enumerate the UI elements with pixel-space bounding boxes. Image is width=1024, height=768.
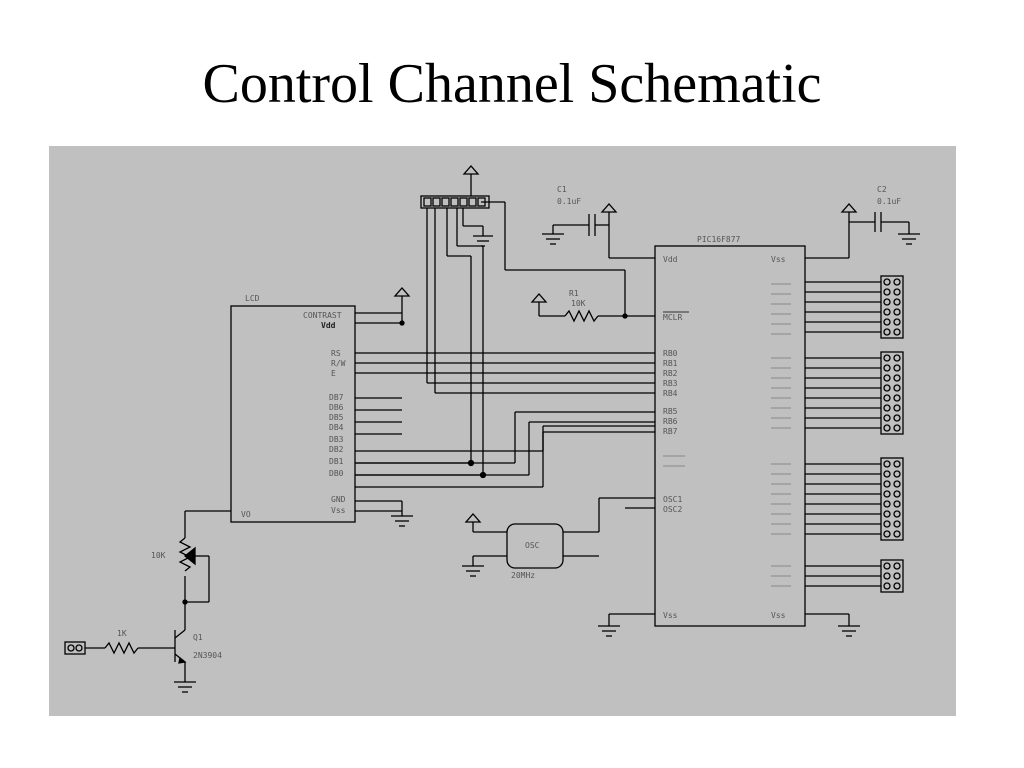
- mcu-pin-rb7: RB7: [663, 427, 678, 436]
- ground-symbol-mcu-left: [598, 625, 620, 637]
- mcu-pin-rb4: RB4: [663, 389, 678, 398]
- lcd-pin-db0: DB0: [329, 469, 344, 478]
- lcd-pin-vss: Vss: [331, 506, 346, 515]
- vcc-arrow-mclr: [530, 293, 548, 303]
- mcu-designator: PIC16F877: [697, 235, 741, 244]
- mcu-pin-rb3: RB3: [663, 379, 678, 388]
- oscillator: OSC 20MHz: [506, 523, 564, 580]
- lcd-pin-gnd: GND: [331, 495, 346, 504]
- lcd-pin-db1: DB1: [329, 457, 344, 466]
- header-port-c: [880, 351, 904, 435]
- mcu-pin-osc2: OSC2: [663, 505, 682, 514]
- lcd-pin-db7: DB7: [329, 393, 344, 402]
- port-a-lines: [805, 281, 881, 333]
- lcd-pin-contrast: CONTRAST: [303, 311, 342, 320]
- port-e-lines: [805, 565, 881, 587]
- lcd-pin-db6: DB6: [329, 403, 344, 412]
- ground-symbol-lcd: [391, 515, 413, 527]
- mcu-pin-mclr: MCLR: [663, 313, 682, 322]
- mcu-pin-rb6: RB6: [663, 417, 678, 426]
- capacitor-c2: C2 0.1uF: [849, 185, 920, 245]
- q1-part: 2N3904: [193, 651, 222, 660]
- mcu-right-pin-labels: [663, 283, 791, 587]
- oscillator-part: 20MHz: [511, 571, 535, 580]
- lcd-pin-db4: DB4: [329, 423, 344, 432]
- base-resistor-value: 1K: [117, 629, 127, 638]
- c2-value: 0.1uF: [877, 197, 901, 206]
- lcd-pin-vdd: Vdd: [321, 321, 336, 330]
- lcd-pin-rw: R/W: [331, 359, 346, 368]
- vcc-arrow-mcu-left: [600, 203, 618, 213]
- c1-value: 0.1uF: [557, 197, 581, 206]
- potentiometer-value: 10K: [151, 551, 166, 560]
- header-port-d: [880, 457, 904, 541]
- mcu-pin-vss-right: Vss: [771, 611, 786, 620]
- lcd-pin-rs: RS: [331, 349, 341, 358]
- port-d-lines: [805, 463, 881, 535]
- mcu-pin-osc1: OSC1: [663, 495, 682, 504]
- vcc-arrow-lcd: [393, 287, 411, 297]
- vcc-arrow-header: [462, 165, 480, 175]
- r1-designator: R1: [569, 289, 579, 298]
- ground-symbol-header: [473, 235, 493, 247]
- lcd-designator: LCD: [245, 294, 260, 303]
- input-connector: [64, 641, 86, 655]
- control-channel-schematic: LCD VO CONTRAST Vdd RS R/W E DB7 DB6 DB5…: [49, 146, 956, 716]
- header-port-e: [880, 559, 904, 593]
- mcu-pin-rb2: RB2: [663, 369, 678, 378]
- r1-value: 10K: [571, 299, 586, 308]
- resistor-base: [104, 641, 139, 655]
- mcu-pin-rb5: RB5: [663, 407, 678, 416]
- vcc-arrow-mcu-right: [840, 203, 858, 213]
- port-c-lines: [805, 357, 881, 429]
- slide-title: Control Channel Schematic: [202, 53, 822, 115]
- ground-symbol-mcu-right: [838, 625, 860, 637]
- q1-designator: Q1: [193, 633, 203, 642]
- mcu-pin-vdd: Vdd: [663, 255, 678, 264]
- c2-designator: C2: [877, 185, 887, 194]
- lcd-vo-label: VO: [241, 510, 251, 519]
- lcd-pin-db5: DB5: [329, 413, 344, 422]
- vcc-arrow-osc: [464, 513, 482, 523]
- lcd-pin-db2: DB2: [329, 445, 344, 454]
- mcu-pin-rb1: RB1: [663, 359, 678, 368]
- c1-designator: C1: [557, 185, 567, 194]
- lcd-pin-db3: DB3: [329, 435, 344, 444]
- potentiometer: 10K: [151, 537, 210, 603]
- lcd-module: LCD VO CONTRAST Vdd RS R/W E DB7 DB6 DB5…: [230, 294, 356, 523]
- header-port-a: [880, 275, 904, 339]
- mcu-pin-vdd-right: Vss: [771, 255, 786, 264]
- ground-symbol-osc: [462, 565, 484, 577]
- transistor-q1: Q1 2N3904: [174, 629, 222, 664]
- lcd-pin-e: E: [331, 369, 336, 378]
- oscillator-label: OSC: [525, 541, 540, 550]
- ground-symbol-transistor: [174, 681, 196, 693]
- resistor-r1: [564, 309, 599, 323]
- capacitor-c1: C1 0.1uF: [542, 185, 609, 245]
- mcu-pin-vss-left: Vss: [663, 611, 678, 620]
- mcu-pin-rb0: RB0: [663, 349, 678, 358]
- microcontroller: PIC16F877 Vdd MCLR RB0 RB1 RB2 RB3 RB4 R…: [654, 235, 806, 627]
